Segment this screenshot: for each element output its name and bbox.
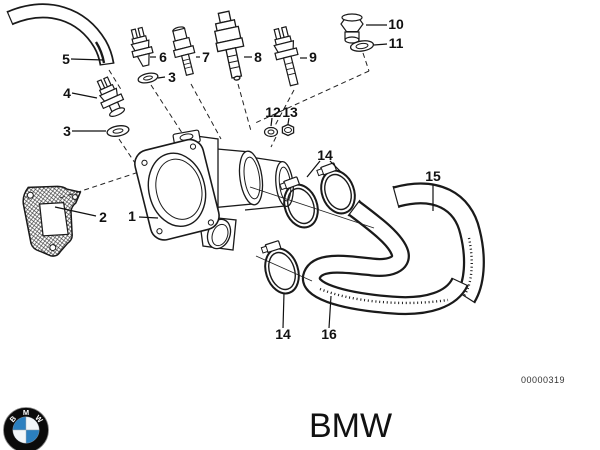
callout-part-13: 13 bbox=[282, 104, 298, 120]
part-14-clamp-c bbox=[260, 240, 300, 295]
part-7-sensor bbox=[172, 26, 196, 76]
callout-part-3b: 3 bbox=[168, 69, 176, 85]
part-6-sensor bbox=[130, 26, 154, 68]
callout-part-4: 4 bbox=[63, 85, 71, 101]
logo-letter-b: B bbox=[8, 414, 19, 424]
part-number-text: BMW 11531266459 bbox=[309, 407, 514, 450]
logo-letter-w: W bbox=[33, 413, 45, 425]
part-2-gasket bbox=[22, 185, 82, 257]
logo-letter-m: M bbox=[23, 408, 29, 417]
callout-part-7: 7 bbox=[202, 49, 210, 65]
part-14-clamp-a bbox=[279, 176, 319, 229]
part-4-sensor bbox=[96, 76, 126, 117]
clamp-axis-lines bbox=[249, 186, 375, 282]
callout-part-14-top: 14 bbox=[317, 147, 333, 163]
bmw-roundel-icon: B M W bbox=[3, 407, 49, 450]
callout-part-11: 11 bbox=[388, 35, 404, 51]
callout-leader-lines bbox=[54, 24, 434, 329]
bmw-logo: B M W bbox=[1, 407, 53, 450]
assembly-dashed-lines bbox=[59, 52, 370, 199]
part-13-nut bbox=[281, 123, 295, 137]
callout-part-8: 8 bbox=[254, 49, 262, 65]
callout-part-2: 2 bbox=[99, 209, 107, 225]
logo-quarter-bottom-left bbox=[12, 429, 27, 444]
callout-part-5: 5 bbox=[62, 51, 70, 67]
callout-part-14-bottom: 14 bbox=[275, 326, 291, 342]
callout-part-6: 6 bbox=[159, 49, 167, 65]
part-8-sensor bbox=[213, 10, 245, 81]
callout-part-16: 16 bbox=[321, 326, 337, 342]
part-11-washer bbox=[349, 40, 375, 52]
callout-part-12: 12 bbox=[265, 104, 281, 120]
part-12-washer bbox=[263, 126, 279, 138]
callout-part-1: 1 bbox=[128, 208, 136, 224]
callout-part-15: 15 bbox=[425, 168, 441, 184]
part-5-hose bbox=[6, 3, 115, 66]
part-14-clamp-b bbox=[316, 162, 356, 215]
doc-number: 00000319 bbox=[521, 375, 566, 385]
part-9-sensor bbox=[273, 26, 299, 87]
part-16-hose bbox=[301, 199, 469, 316]
part-3-washer-a bbox=[106, 125, 130, 137]
part-10-plug bbox=[340, 13, 364, 44]
callout-part-10: 10 bbox=[388, 16, 404, 32]
part-1-thermostat-housing bbox=[134, 129, 294, 251]
callout-part-3a: 3 bbox=[63, 123, 71, 139]
callout-part-9: 9 bbox=[309, 49, 317, 65]
part-3-washer-b bbox=[137, 72, 159, 84]
